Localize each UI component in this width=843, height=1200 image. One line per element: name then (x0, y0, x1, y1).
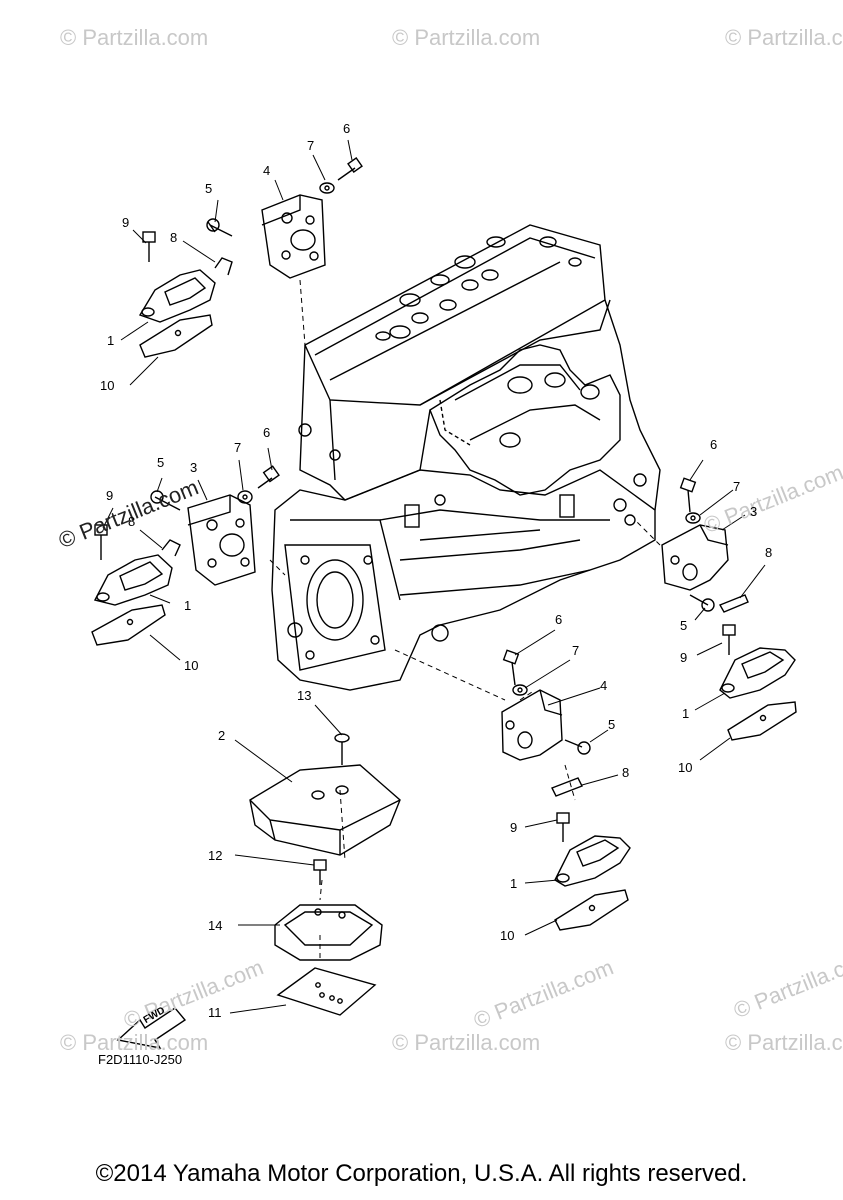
sheet-11 (276, 967, 377, 1016)
screw-13 (334, 733, 350, 765)
callout-9: 9 (106, 488, 114, 503)
plate-10-left (91, 604, 166, 646)
callout-2: 2 (218, 728, 226, 743)
diagram-code: F2D1110-J250 (98, 1052, 183, 1067)
bolt-6-center (502, 649, 520, 686)
bracket-3-right (661, 524, 729, 591)
callout-1: 1 (682, 706, 690, 721)
dashed-leaders (269, 279, 661, 960)
callout-3: 3 (750, 504, 758, 519)
callout-7: 7 (234, 440, 242, 455)
fwd-arrow (116, 1007, 187, 1049)
callout-9: 9 (122, 215, 130, 230)
callout-14: 14 (208, 918, 223, 933)
callout-5: 5 (205, 181, 213, 196)
bracket-4-center (501, 689, 563, 761)
washer-7-top (319, 182, 335, 194)
pad-14 (274, 904, 383, 961)
bolt-6-top (337, 157, 363, 181)
watermark: © Partzilla.com (392, 25, 541, 50)
watermark: © Partzilla.com (60, 25, 209, 50)
callout-1: 1 (184, 598, 192, 613)
mount-group-top-left (138, 157, 363, 358)
bolt-9-left (94, 524, 108, 560)
callout-3: 3 (190, 460, 198, 475)
callout-6: 6 (710, 437, 718, 452)
washer-7-left (237, 490, 253, 504)
exhaust-manifold (429, 344, 621, 496)
clip-8-right (718, 594, 749, 613)
callout-7: 7 (733, 479, 741, 494)
callout-5: 5 (608, 717, 616, 732)
callout-10: 10 (100, 378, 115, 393)
rubber-mount-1-center (554, 835, 631, 887)
callout-5: 5 (680, 618, 688, 633)
callout-6: 6 (555, 612, 563, 627)
callout-8: 8 (128, 514, 136, 529)
watermark: © Partzilla.com (725, 1030, 843, 1055)
callout-8: 8 (170, 230, 178, 245)
callout-4: 4 (600, 678, 608, 693)
callout-4: 4 (263, 163, 271, 178)
bolt-6-right (679, 477, 697, 513)
callout-12: 12 (208, 848, 223, 863)
callout-9: 9 (680, 650, 688, 665)
watermark: © Partzilla.com (60, 1030, 209, 1055)
callout-1: 1 (107, 333, 115, 348)
washer-7-center (512, 684, 528, 696)
crankcase (271, 469, 656, 691)
callout-9: 9 (510, 820, 518, 835)
plate-10-top (139, 314, 213, 358)
callout-5: 5 (157, 455, 165, 470)
bolt-5-center (564, 739, 591, 755)
bolt-5-top (206, 218, 233, 237)
clip-8-top (214, 257, 233, 276)
bolt-9-right (722, 624, 736, 655)
screw-12 (313, 859, 327, 885)
callout-11: 11 (208, 1005, 222, 1020)
callout-10: 10 (500, 928, 515, 943)
rubber-mount-1-top (138, 269, 216, 323)
callout-1: 1 (510, 876, 518, 891)
rubber-mount-1-right (719, 647, 796, 699)
clip-8-center (551, 777, 583, 797)
watermark: © Partzilla.com (725, 25, 843, 50)
mount-group-center (501, 649, 631, 931)
pad-group-bottom-left (116, 733, 401, 1049)
callout-7: 7 (572, 643, 580, 658)
mount-group-right (661, 477, 797, 741)
callout-8: 8 (622, 765, 630, 780)
callout-8: 8 (765, 545, 773, 560)
bolt-5-right (689, 594, 715, 612)
callout-13: 13 (297, 688, 312, 703)
bolt-6-left (257, 465, 280, 489)
watermark: © Partzilla.com (392, 1030, 541, 1055)
callout-7: 7 (307, 138, 315, 153)
callout-leaders (102, 139, 766, 1014)
callout-6: 6 (343, 121, 351, 136)
rubber-mount-1-left (93, 554, 173, 606)
plate-10-center (554, 889, 629, 931)
engine-block (271, 224, 661, 691)
bracket-4-top (261, 194, 326, 279)
bracket-3-left (187, 494, 256, 586)
pad-2 (249, 764, 401, 856)
washer-7-right (685, 512, 701, 524)
callout-6: 6 (263, 425, 271, 440)
copyright-notice: ©2014 Yamaha Motor Corporation, U.S.A. A… (95, 1160, 748, 1187)
clip-8-left (161, 539, 181, 557)
bolt-9-center (556, 812, 570, 842)
callout-10: 10 (184, 658, 199, 673)
callout-10: 10 (678, 760, 693, 775)
bolt-9-top (142, 231, 156, 262)
spark-plug-bosses (375, 236, 582, 341)
plate-10-right (727, 701, 797, 741)
